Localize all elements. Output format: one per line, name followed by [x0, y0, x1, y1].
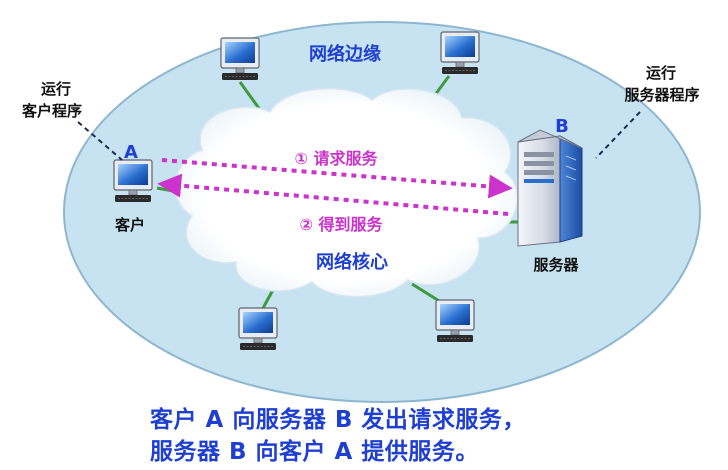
server-annotation-line2: 服务器程序 [624, 86, 699, 104]
client-letter: A [124, 142, 138, 163]
server-computer [517, 129, 583, 247]
host-top-left [220, 37, 260, 81]
network-core-label: 网络核心 [316, 251, 388, 273]
client-computer [113, 159, 153, 203]
host-bottom-right [435, 299, 475, 343]
server-label: 服务器 [533, 256, 579, 274]
host-top-right [440, 31, 480, 75]
network-edge-label: 网络边缘 [309, 43, 381, 65]
server-letter: B [555, 116, 569, 137]
client-annotation-line1: 运行 [41, 80, 71, 98]
request-label: ① 请求服务 [294, 149, 378, 168]
caption-line-2: 服务器 B 向客户 A 提供服务。 [150, 439, 479, 465]
request-arrow [161, 158, 513, 199]
caption-line-1: 客户 A 向服务器 B 发出请求服务， [150, 407, 526, 433]
host-bottom-left [238, 307, 278, 351]
response-label: ② 得到服务 [299, 215, 383, 234]
client-annotation-leader [77, 121, 123, 161]
response-arrow [157, 173, 509, 216]
server-annotation-line1: 运行 [646, 64, 676, 82]
client-label: 客户 [114, 216, 145, 234]
client-annotation-line2: 客户程序 [21, 102, 82, 120]
network-core-cloud [174, 87, 519, 298]
server-annotation-leader [595, 111, 641, 159]
